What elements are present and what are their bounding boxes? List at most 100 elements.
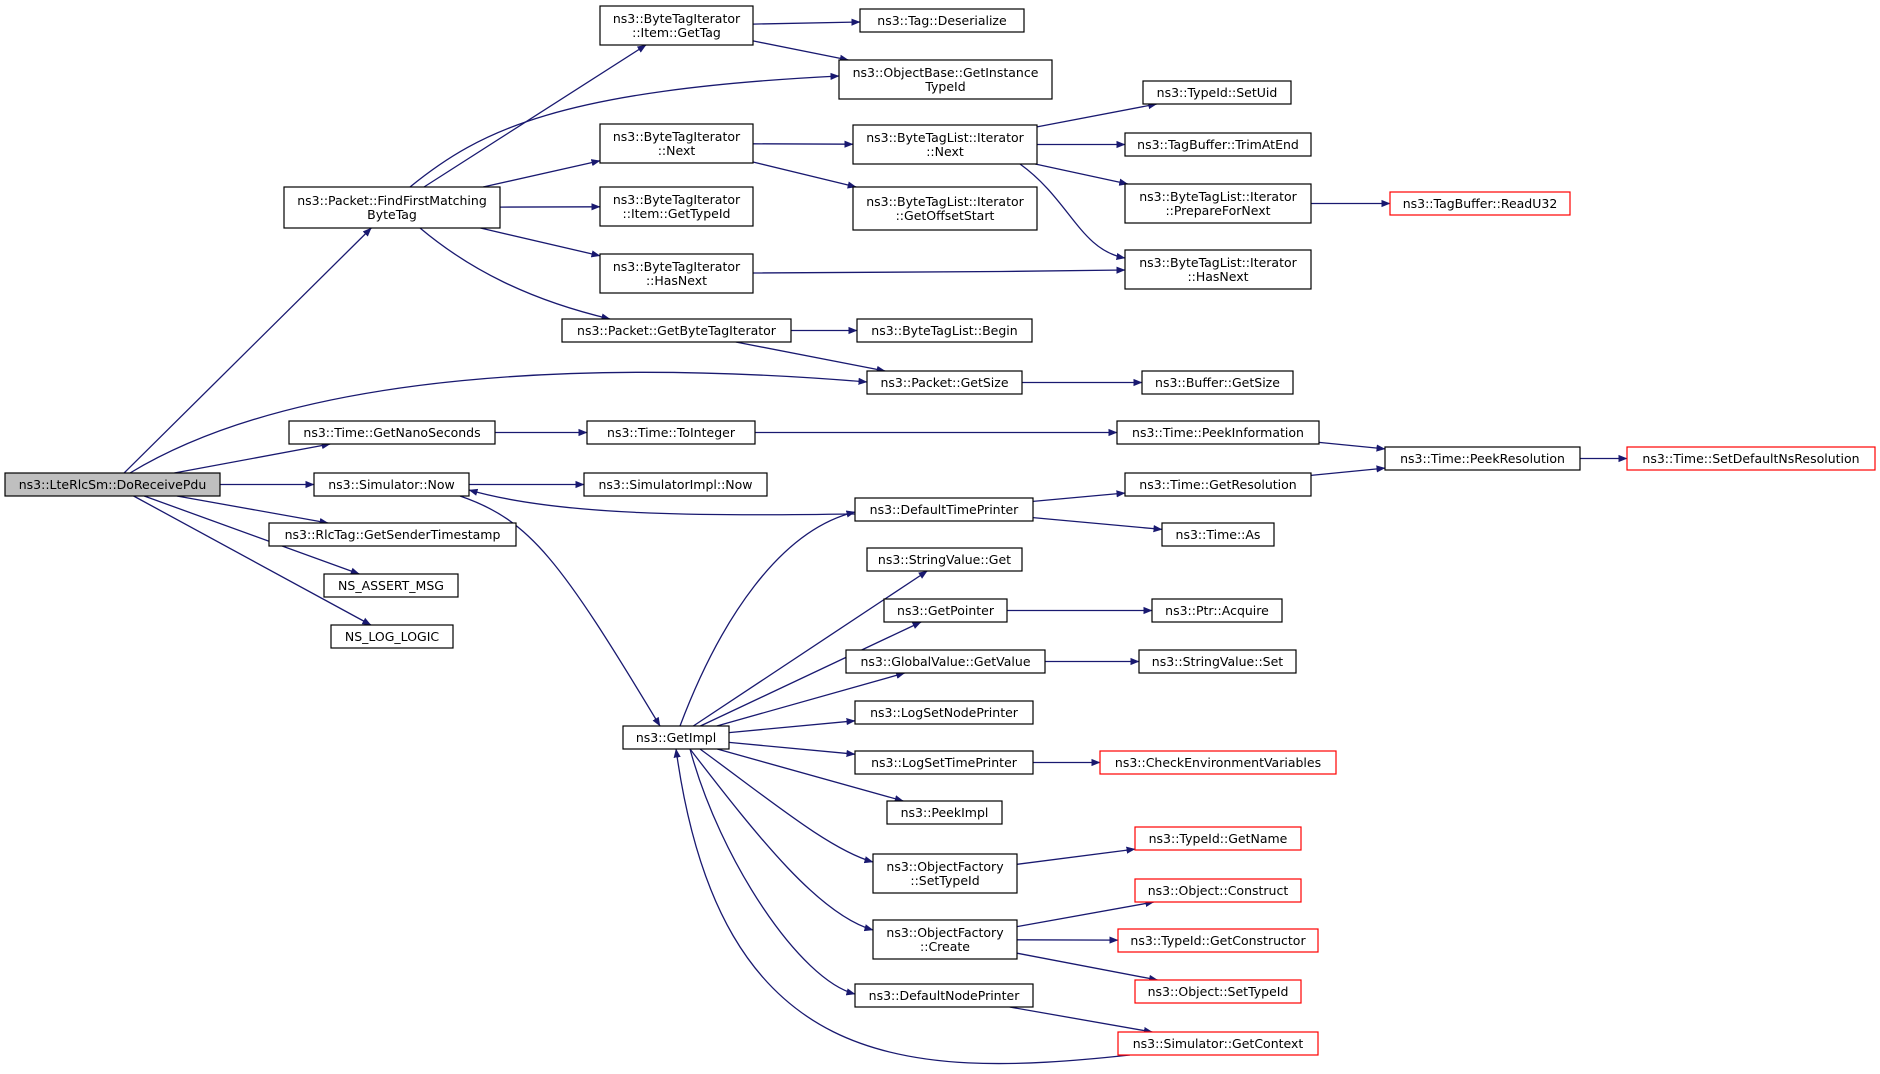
- node-label: ::SetTypeId: [910, 873, 979, 888]
- node-timePeekResolution[interactable]: ns3::Time::PeekResolution: [1384, 446, 1581, 471]
- node-byteTagListBegin[interactable]: ns3::ByteTagList::Begin: [856, 318, 1033, 343]
- node-simulatorImplNow[interactable]: ns3::SimulatorImpl::Now: [583, 472, 768, 497]
- node-packetGetSize[interactable]: ns3::Packet::GetSize: [866, 370, 1023, 395]
- node-label: ByteTag: [367, 207, 417, 222]
- edge-defaultNodePrinter-to-simulatorGetContext: [1009, 1006, 1153, 1035]
- edge-objectFactoryCreate-to-objectConstruct: [1016, 899, 1155, 928]
- node-simulatorNow[interactable]: ns3::Simulator::Now: [313, 472, 470, 497]
- node-label: ns3::GetPointer: [897, 603, 995, 618]
- node-tagListIterNext[interactable]: ns3::ByteTagList::Iterator::Next: [852, 124, 1038, 165]
- node-getImpl[interactable]: ns3::GetImpl: [622, 725, 730, 750]
- node-box: [1151, 598, 1283, 623]
- node-box: [599, 186, 754, 227]
- node-nsAssertMsg[interactable]: NS_ASSERT_MSG: [323, 573, 459, 598]
- node-objectConstruct[interactable]: ns3::Object::Construct: [1134, 878, 1302, 903]
- edge-doReceivePdu-to-timeGetNanoSeconds: [174, 442, 331, 474]
- edge-doReceivePdu-to-rlcTagGetSenderTimestamp: [176, 495, 329, 526]
- node-timePeekInformation[interactable]: ns3::Time::PeekInformation: [1116, 420, 1320, 445]
- node-tagListIterHasNext[interactable]: ns3::ByteTagList::Iterator::HasNext: [1124, 249, 1312, 290]
- node-tagIterItemGetTag[interactable]: ns3::ByteTagIterator::Item::GetTag: [599, 5, 754, 46]
- nodes-layer: ns3::LteRlcSm::DoReceivePdu ns3::Packet::…: [4, 5, 1876, 1056]
- node-label: ns3::ByteTagList::Iterator: [866, 130, 1024, 145]
- node-label: ns3::SimulatorImpl::Now: [598, 477, 752, 492]
- node-label: ::Item::GetTag: [632, 25, 721, 40]
- node-doReceivePdu[interactable]: ns3::LteRlcSm::DoReceivePdu: [4, 472, 221, 497]
- node-label: ns3::CheckEnvironmentVariables: [1115, 755, 1321, 770]
- node-getPointer[interactable]: ns3::GetPointer: [883, 598, 1008, 623]
- edge-getImpl-to-objectFactorySetTypeId: [699, 748, 874, 864]
- root-node-box: [4, 472, 221, 497]
- node-tagBufferReadU32[interactable]: ns3::TagBuffer::ReadU32: [1389, 191, 1571, 216]
- node-label: ns3::Tag::Deserialize: [877, 13, 1007, 28]
- node-stringValueGet[interactable]: ns3::StringValue::Get: [866, 547, 1023, 572]
- node-label: ns3::DefaultNodePrinter: [869, 988, 1021, 1003]
- node-timeGetNanoSeconds[interactable]: ns3::Time::GetNanoSeconds: [288, 420, 496, 445]
- node-label: ns3::Object::SetTypeId: [1148, 984, 1289, 999]
- node-packetGetByteTagIterator[interactable]: ns3::Packet::GetByteTagIterator: [561, 318, 792, 343]
- node-label: ns3::StringValue::Get: [878, 552, 1011, 567]
- node-typeIdSetUid[interactable]: ns3::TypeId::SetUid: [1142, 80, 1292, 105]
- node-label: ns3::TypeId::GetConstructor: [1130, 933, 1306, 948]
- node-checkEnvironmentVariables[interactable]: ns3::CheckEnvironmentVariables: [1099, 750, 1337, 775]
- node-box: [1117, 928, 1319, 953]
- node-stringValueSet[interactable]: ns3::StringValue::Set: [1138, 649, 1297, 674]
- node-timeGetResolution[interactable]: ns3::Time::GetResolution: [1124, 472, 1312, 497]
- edge-timeGetResolution-to-timePeekResolution: [1310, 465, 1386, 477]
- edge-doReceivePdu-to-findFirstMatchingByteTag: [123, 227, 372, 474]
- node-timeToInteger[interactable]: ns3::Time::ToInteger: [586, 420, 756, 445]
- node-tagIterHasNext[interactable]: ns3::ByteTagIterator::HasNext: [599, 253, 754, 294]
- node-objectFactorySetTypeId[interactable]: ns3::ObjectFactory::SetTypeId: [872, 853, 1018, 894]
- node-label: ns3::Time::PeekResolution: [1400, 451, 1565, 466]
- node-timeSetDefaultNsResolution[interactable]: ns3::Time::SetDefaultNsResolution: [1626, 446, 1876, 471]
- node-label: ns3::Simulator::GetContext: [1133, 1036, 1304, 1051]
- node-label: ns3::GlobalValue::GetValue: [860, 654, 1030, 669]
- node-box: [313, 472, 470, 497]
- node-logSetTimePrinter[interactable]: ns3::LogSetTimePrinter: [854, 750, 1034, 775]
- node-box: [1161, 522, 1275, 547]
- node-typeIdGetName[interactable]: ns3::TypeId::GetName: [1134, 826, 1302, 851]
- node-label: NS_LOG_LOGIC: [345, 629, 440, 644]
- node-label: ns3::Time::SetDefaultNsResolution: [1642, 451, 1859, 466]
- node-ptrAcquire[interactable]: ns3::Ptr::Acquire: [1151, 598, 1283, 623]
- node-box: [583, 472, 768, 497]
- node-tagIterItemGetTypeId[interactable]: ns3::ByteTagIterator::Item::GetTypeId: [599, 186, 754, 227]
- node-box: [1099, 750, 1337, 775]
- node-box: [1138, 649, 1297, 674]
- node-rlcTagGetSenderTimestamp[interactable]: ns3::RlcTag::GetSenderTimestamp: [268, 522, 517, 547]
- node-box: [866, 547, 1023, 572]
- node-tagDeserialize[interactable]: ns3::Tag::Deserialize: [859, 8, 1025, 33]
- node-nsLogLogic[interactable]: NS_LOG_LOGIC: [330, 624, 454, 649]
- node-tagBufferTrimAtEnd[interactable]: ns3::TagBuffer::TrimAtEnd: [1124, 132, 1312, 157]
- edge-doReceivePdu-to-nsLogLogic: [133, 495, 372, 626]
- node-tagListIterGetOffsetStart[interactable]: ns3::ByteTagList::Iterator::GetOffsetSta…: [852, 186, 1038, 231]
- node-tagIterNext[interactable]: ns3::ByteTagIterator::Next: [599, 123, 754, 164]
- node-timeAs[interactable]: ns3::Time::As: [1161, 522, 1275, 547]
- node-box: [283, 186, 501, 229]
- node-box: [1124, 472, 1312, 497]
- node-bufferGetSize[interactable]: ns3::Buffer::GetSize: [1141, 370, 1294, 395]
- node-box: [599, 253, 754, 294]
- node-defaultNodePrinter[interactable]: ns3::DefaultNodePrinter: [854, 983, 1034, 1008]
- node-label: ns3::LogSetNodePrinter: [870, 705, 1019, 720]
- node-box: [1134, 826, 1302, 851]
- node-defaultTimePrinter[interactable]: ns3::DefaultTimePrinter: [854, 497, 1034, 522]
- node-globalValueGetValue[interactable]: ns3::GlobalValue::GetValue: [845, 649, 1046, 674]
- node-objectSetTypeId[interactable]: ns3::Object::SetTypeId: [1134, 979, 1302, 1004]
- node-objectFactoryCreate[interactable]: ns3::ObjectFactory::Create: [872, 919, 1018, 960]
- node-label: ns3::LogSetTimePrinter: [871, 755, 1018, 770]
- node-label: ns3::ObjectFactory: [886, 925, 1004, 940]
- node-label: ::PrepareForNext: [1165, 203, 1270, 218]
- node-peekImpl[interactable]: ns3::PeekImpl: [886, 800, 1003, 825]
- node-typeIdGetConstructor[interactable]: ns3::TypeId::GetConstructor: [1117, 928, 1319, 953]
- node-box: [883, 598, 1008, 623]
- edge-objectFactorySetTypeId-to-typeIdGetName: [1016, 846, 1136, 865]
- edge-simulatorNow-to-getImpl: [459, 495, 661, 727]
- node-tagListIterPrepareForNext[interactable]: ns3::ByteTagList::Iterator::PrepareForNe…: [1124, 183, 1312, 224]
- node-simulatorGetContext[interactable]: ns3::Simulator::GetContext: [1117, 1031, 1319, 1056]
- node-logSetNodePrinter[interactable]: ns3::LogSetNodePrinter: [854, 700, 1034, 725]
- node-label: ns3::Time::GetNanoSeconds: [303, 425, 480, 440]
- edge-defaultTimePrinter-to-simulatorNow: [468, 488, 856, 516]
